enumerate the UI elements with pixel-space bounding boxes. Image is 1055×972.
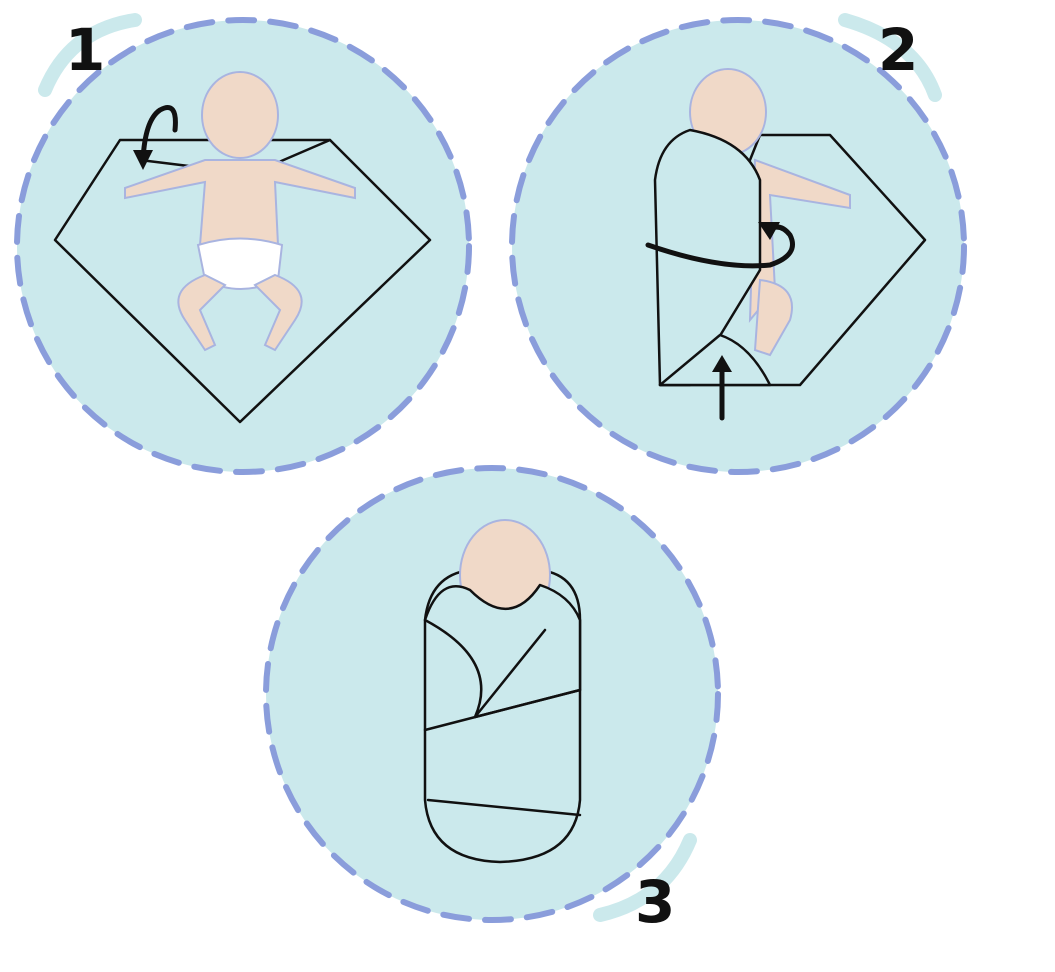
step-1: 1: [14, 13, 472, 475]
arrow-head-icon: [712, 355, 732, 372]
decorative-stroke: [838, 13, 942, 102]
baby-right-leg: [253, 273, 303, 352]
baby-leg: [753, 278, 793, 357]
baby-left-leg: [177, 273, 227, 352]
fold-arrow: [140, 105, 178, 163]
step-3-number: 3: [635, 868, 675, 936]
blanket-bottom-fold: [658, 333, 772, 387]
swaddle-top-fold: [423, 583, 582, 719]
baby-arm: [748, 158, 851, 323]
step-1-number: 1: [65, 16, 105, 84]
step-2-number: 2: [878, 16, 918, 84]
arrow-head-icon: [133, 150, 153, 170]
decorative-stroke: [593, 833, 697, 922]
wrap-arrow: [645, 224, 795, 269]
blanket-left-wrap: [653, 128, 762, 387]
step-2: 2: [509, 13, 967, 475]
step-3: 3: [263, 465, 721, 936]
decorative-stroke: [38, 13, 142, 97]
arrow-head-icon: [758, 222, 780, 240]
baby-head: [201, 71, 279, 159]
swaddle-fold-lines: [423, 628, 582, 817]
